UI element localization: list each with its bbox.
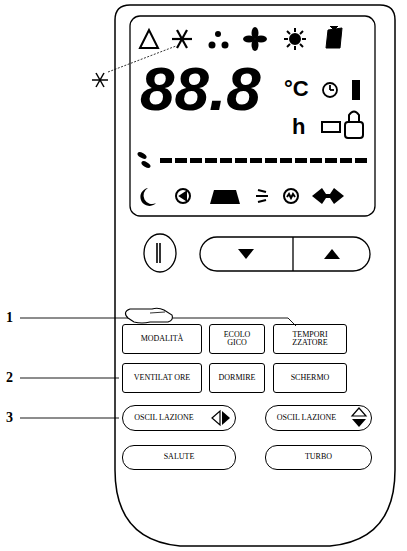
callout-number: 2 — [6, 371, 13, 385]
health-button: SALUTE — [122, 445, 236, 470]
button-label: ECOLO GICO — [213, 331, 261, 348]
unit-hours: h — [292, 116, 305, 138]
callout-number: 1 — [6, 311, 13, 325]
button-label: TURBO — [305, 453, 332, 461]
fan-button: VENTILAT ORE — [122, 363, 202, 393]
turbo-button: TURBO — [265, 445, 372, 470]
button-label: TEMPORI ZZATORE — [277, 331, 343, 348]
button-label: MODALITÀ — [141, 335, 184, 343]
display-button: SCHERMO — [273, 363, 347, 393]
button-label: VENTILAT ORE — [134, 374, 191, 382]
swing-horizontal-button: OSCIL LAZIONE — [122, 405, 236, 431]
sleep-button: DORMIRE — [209, 363, 265, 393]
button-label: OSCIL LAZIONE — [277, 414, 336, 422]
button-label: SALUTE — [164, 453, 195, 461]
button-label: SCHERMO — [291, 374, 330, 382]
callout-number: 3 — [6, 411, 13, 425]
timer-button: TEMPORI ZZATORE — [273, 324, 347, 354]
eco-button: ECOLO GICO — [209, 324, 265, 354]
segment-digits: 88.8 — [140, 58, 261, 120]
button-label: OSCIL LAZIONE — [134, 414, 193, 422]
swing-vertical-button: OSCIL LAZIONE — [265, 405, 372, 431]
mode-button: MODALITÀ — [122, 324, 202, 354]
unit-celsius: °C — [284, 78, 309, 100]
button-label: DORMIRE — [219, 374, 256, 382]
